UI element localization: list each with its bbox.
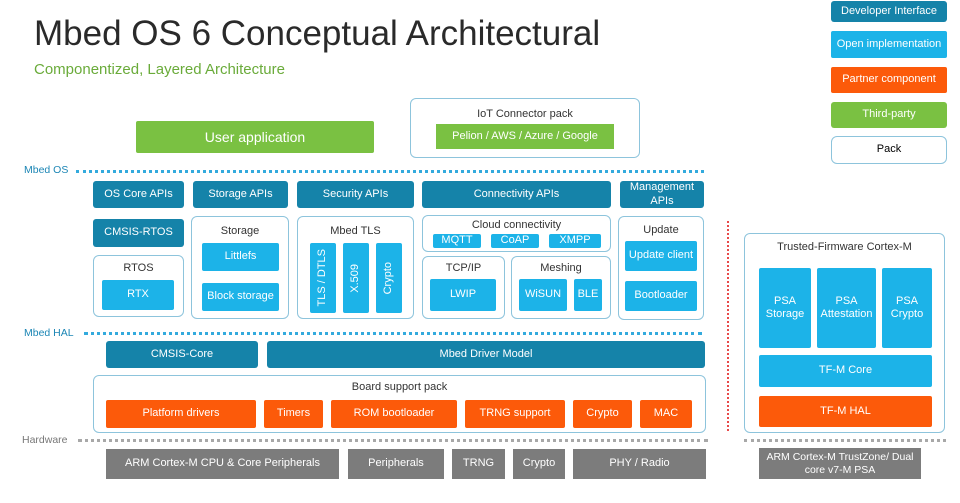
- legend-developer-interface: Developer Interface: [831, 1, 947, 22]
- rtos-label: RTOS: [123, 262, 154, 274]
- page-subtitle: Componentized, Layered Architecture: [34, 61, 285, 78]
- hw-crypto: Crypto: [513, 449, 565, 479]
- mbed-hal-divider: [84, 332, 702, 335]
- lwip: LWIP: [430, 279, 496, 311]
- secure-boundary-line: [727, 221, 729, 431]
- iot-connector-label: IoT Connector pack: [477, 108, 573, 120]
- management-apis: Management APIs: [620, 181, 704, 208]
- mbed-driver-model: Mbed Driver Model: [267, 341, 705, 368]
- wisun: WiSUN: [519, 279, 567, 311]
- phy-radio: PHY / Radio: [573, 449, 706, 479]
- cloud-connectivity-pack: Cloud connectivity MQTT CoAP XMPP: [422, 215, 611, 252]
- x509: X.509: [343, 243, 369, 313]
- iot-connector-pack: IoT Connector pack Pelion / AWS / Azure …: [410, 98, 640, 158]
- cloud-connectivity-label: Cloud connectivity: [471, 219, 562, 231]
- arm-cortex-m-cpu: ARM Cortex-M CPU & Core Peripherals: [106, 449, 339, 479]
- layer-label-mbed-os: Mbed OS: [24, 164, 69, 176]
- psa-attestation: PSA Attestation: [817, 268, 876, 348]
- page-title: Mbed OS 6 Conceptual Architectural: [34, 14, 601, 53]
- tls-crypto: Crypto: [376, 243, 402, 313]
- xmpp: XMPP: [549, 234, 601, 248]
- legend-pack: Pack: [831, 136, 947, 164]
- tls-crypto-label: Crypto: [382, 261, 395, 295]
- hardware-divider-right: [744, 439, 946, 442]
- littlefs: Littlefs: [202, 243, 279, 271]
- tfm-core: TF-M Core: [759, 355, 932, 387]
- tcp-ip-label: TCP/IP: [445, 262, 482, 274]
- update-label: Update: [643, 224, 679, 236]
- timers: Timers: [264, 400, 323, 428]
- tfm-title: Trusted-Firmware Cortex-M: [777, 241, 912, 253]
- cloud-providers: Pelion / AWS / Azure / Google: [436, 124, 614, 149]
- layer-label-mbed-hal: Mbed HAL: [24, 327, 74, 339]
- psa-crypto: PSA Crypto: [882, 268, 932, 348]
- board-support-pack: Board support pack Platform drivers Time…: [93, 375, 706, 433]
- mqtt: MQTT: [433, 234, 481, 248]
- mbed-tls-pack: Mbed TLS TLS / DTLS X.509 Crypto: [297, 216, 414, 319]
- rtos-pack: RTOS RTX: [93, 255, 184, 317]
- update-pack: Update Update client Bootloader: [618, 216, 704, 320]
- cmsis-rtos: CMSIS-RTOS: [93, 219, 184, 247]
- tls-dtls-label: TLS / DTLS: [316, 249, 329, 307]
- coap: CoAP: [491, 234, 539, 248]
- rom-bootloader: ROM bootloader: [331, 400, 457, 428]
- os-core-apis: OS Core APIs: [93, 181, 184, 208]
- update-client: Update client: [625, 241, 697, 271]
- platform-drivers: Platform drivers: [106, 400, 256, 428]
- x509-label: X.509: [349, 263, 362, 293]
- storage-label: Storage: [220, 225, 260, 237]
- mbed-tls-label: Mbed TLS: [330, 225, 381, 237]
- psa-storage: PSA Storage: [759, 268, 811, 348]
- meshing-label: Meshing: [540, 262, 582, 274]
- peripherals: Peripherals: [348, 449, 444, 479]
- tfm-pack: Trusted-Firmware Cortex-M PSA Storage PS…: [744, 233, 945, 433]
- legend-open-implementation: Open implementation: [831, 31, 947, 58]
- meshing-pack: Meshing WiSUN BLE: [511, 256, 611, 319]
- board-support-pack-label: Board support pack: [351, 381, 448, 393]
- legend-partner-component: Partner component: [831, 67, 947, 93]
- rtx: RTX: [102, 280, 174, 310]
- mac: MAC: [640, 400, 692, 428]
- trng-support: TRNG support: [465, 400, 565, 428]
- block-storage: Block storage: [202, 283, 279, 311]
- mbed-os-divider: [76, 170, 704, 173]
- trng: TRNG: [452, 449, 505, 479]
- legend-third-party: Third-party: [831, 102, 947, 128]
- layer-label-hardware: Hardware: [22, 434, 68, 446]
- hal-crypto: Crypto: [573, 400, 632, 428]
- tls-dtls: TLS / DTLS: [310, 243, 336, 313]
- bootloader: Bootloader: [625, 281, 697, 311]
- storage-apis: Storage APIs: [193, 181, 288, 208]
- tcp-ip-pack: TCP/IP LWIP: [422, 256, 505, 319]
- storage-pack: Storage Littlefs Block storage: [191, 216, 289, 319]
- tfm-hal: TF-M HAL: [759, 396, 932, 427]
- security-apis: Security APIs: [297, 181, 414, 208]
- user-application: User application: [136, 121, 374, 153]
- cmsis-core: CMSIS-Core: [106, 341, 258, 368]
- arm-trustzone: ARM Cortex-M TrustZone/ Dual core v7-M P…: [759, 448, 921, 479]
- ble: BLE: [574, 279, 602, 311]
- hardware-divider-left: [78, 439, 708, 442]
- connectivity-apis: Connectivity APIs: [422, 181, 611, 208]
